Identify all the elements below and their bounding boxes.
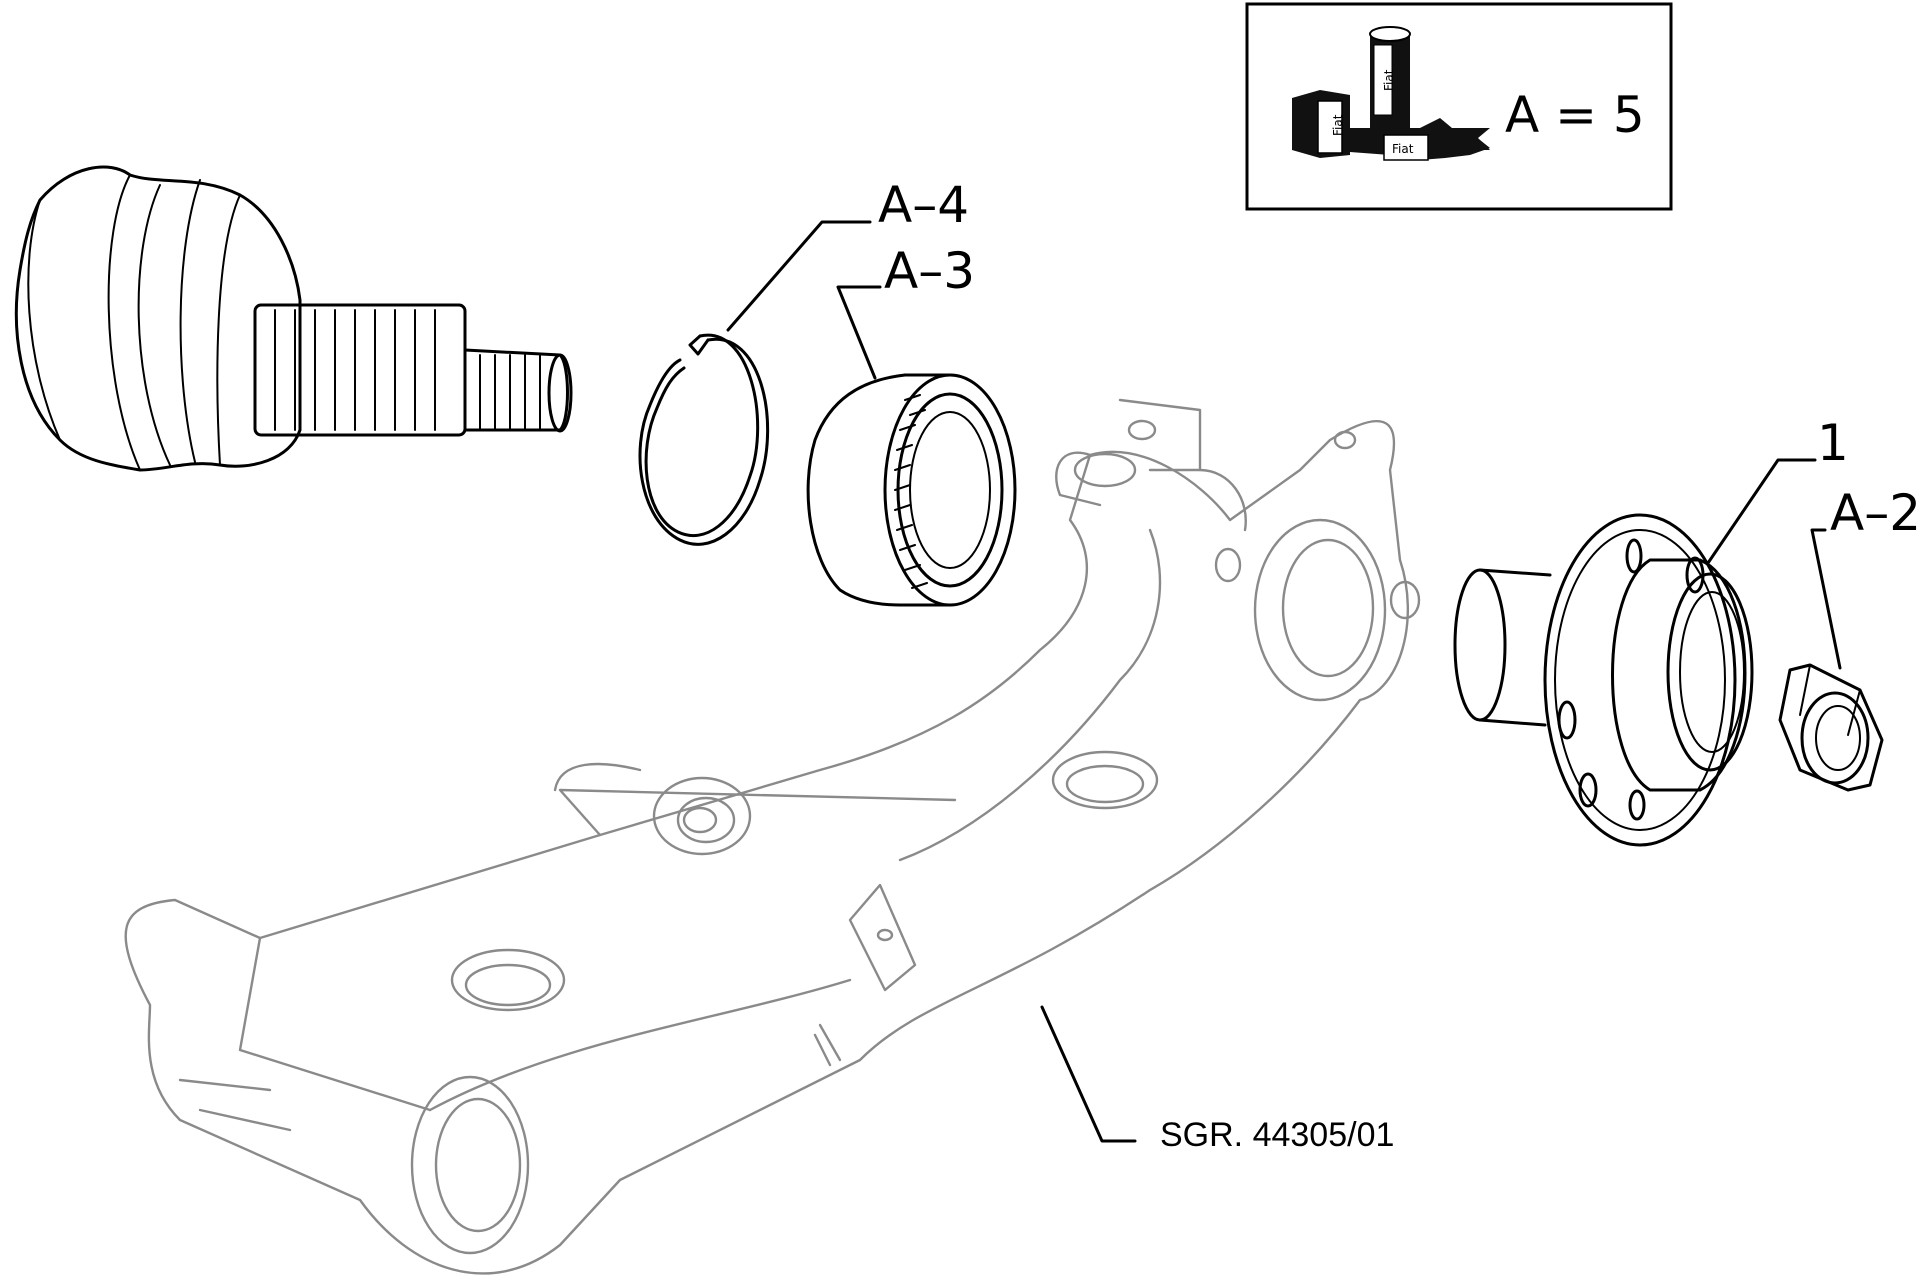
brand-mark-1: Fiat <box>1331 114 1345 136</box>
drawing-reference: SGR. 44305/01 <box>1160 1116 1394 1154</box>
wheel-hub <box>1453 513 1754 847</box>
brand-mark-3: Fiat <box>1392 142 1414 156</box>
snap-ring <box>638 333 770 546</box>
lubricant-products-icon: Fiat Fiat Fiat <box>1292 26 1490 161</box>
legend-frame <box>1245 2 1673 211</box>
callout-a2: A–2 <box>1830 484 1921 542</box>
lubricant-legend: Fiat Fiat Fiat A = 5 <box>1245 2 1673 211</box>
leader-lines <box>726 220 1842 1143</box>
legend-text: A = 5 <box>1505 86 1645 144</box>
suspension-arm <box>124 398 1421 1275</box>
callout-1: 1 <box>1817 414 1849 472</box>
brand-mark-2: Fiat <box>1382 69 1396 91</box>
hub-nut <box>1778 663 1884 792</box>
drive-shaft-joint <box>14 165 573 472</box>
callout-a4: A–4 <box>878 176 969 234</box>
wheel-bearing <box>806 373 1017 607</box>
callout-a3: A–3 <box>884 242 975 300</box>
